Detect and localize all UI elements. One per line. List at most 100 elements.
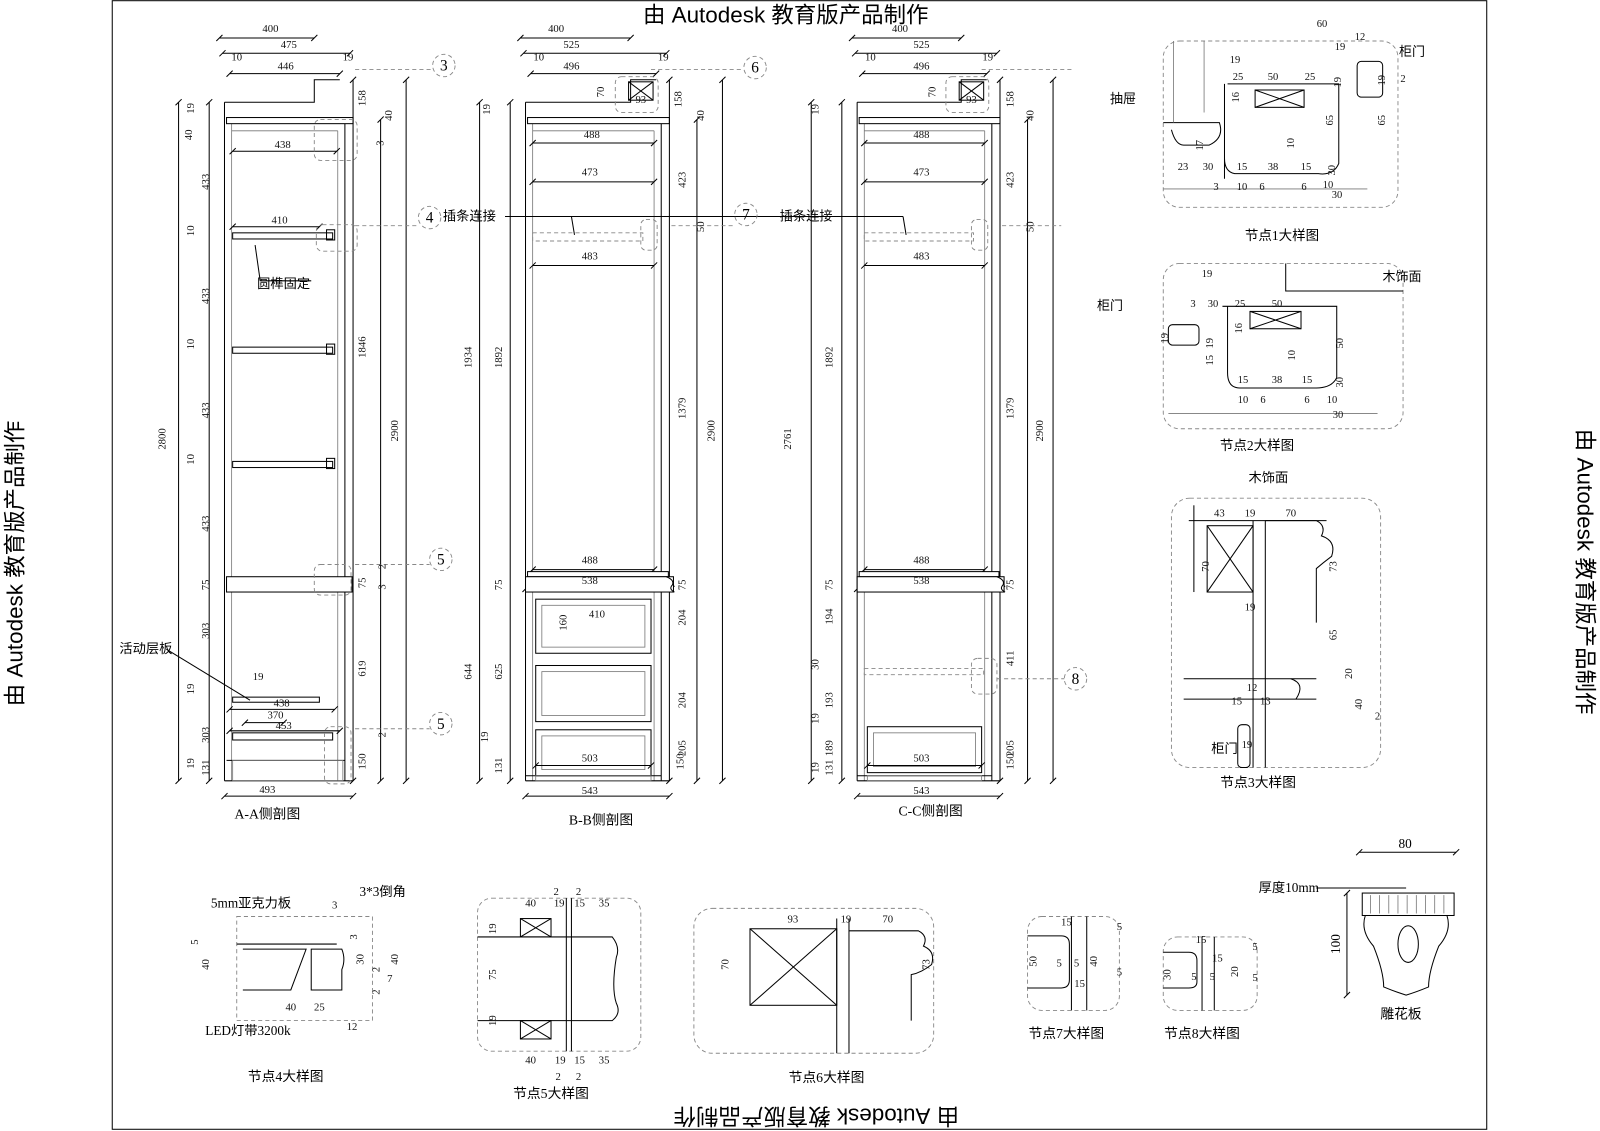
dimension-label: 30	[1208, 299, 1219, 310]
dimension-label: 423	[677, 172, 689, 188]
dimension-label: 35	[599, 897, 610, 909]
carving-thickness-note: 厚度10mm	[1259, 880, 1320, 895]
plinth	[866, 775, 983, 782]
dimension-label: 2	[576, 886, 581, 898]
dimension-label: 488	[584, 129, 600, 141]
dimension-tick	[349, 792, 357, 800]
dimension-tick	[336, 727, 344, 735]
dimension-label: 5	[1074, 958, 1079, 970]
dimension-label: 10	[1287, 350, 1298, 361]
note-dowel-fixing: 圆榫固定	[257, 276, 310, 291]
view-title-a: A-A侧剖图	[234, 807, 300, 822]
dimension-label: 75	[487, 969, 499, 980]
dimension-label: 19	[253, 671, 264, 683]
dimension-label: 438	[274, 697, 290, 709]
shelf-pin	[326, 343, 336, 355]
dimension-label: 60	[1317, 19, 1328, 30]
dimension-label: 12	[1355, 32, 1366, 43]
dimension-tick	[978, 762, 986, 769]
dimension-label: 483	[582, 250, 598, 262]
dimension-label: 150	[356, 753, 368, 769]
dimension-label: 2900	[389, 420, 401, 441]
corbel-top	[1361, 892, 1455, 917]
dimension-label: 40	[285, 1001, 296, 1013]
dimension-label: 488	[913, 129, 929, 141]
dimension-tick	[377, 116, 385, 124]
dimension-label: 23	[1178, 162, 1188, 173]
cross-line	[749, 928, 838, 1006]
dimension-label: 40	[183, 130, 195, 141]
callout-number: 5	[437, 716, 445, 733]
dimension-label: 204	[677, 609, 689, 626]
crown-profile	[525, 79, 657, 103]
dimension-tick	[229, 223, 237, 231]
dimension-tick	[529, 262, 537, 269]
dimension-label: 488	[913, 554, 929, 566]
dimension-label: 194	[824, 608, 836, 625]
top-board	[226, 117, 354, 125]
dimension-tick	[860, 178, 868, 186]
cross-line	[1206, 525, 1254, 593]
bottom-shelf	[232, 732, 334, 741]
detail-5-title: 节点5大样图	[513, 1086, 589, 1101]
carving-width: 80	[1398, 836, 1412, 851]
dimension-label: 19	[479, 732, 491, 743]
dimension-tick	[205, 98, 213, 106]
dimension-tick	[650, 178, 658, 186]
dimension-label: 30	[1327, 165, 1338, 176]
watermark-bottom: 由 Autodesk 教育版产品制作	[674, 1103, 960, 1128]
cross-line	[520, 1020, 552, 1040]
dimension-label: 40	[1088, 956, 1100, 967]
dimension-label: 3	[375, 140, 387, 145]
dimension-label: 19	[809, 713, 821, 724]
detail-marker	[970, 657, 998, 695]
dimension-tick	[652, 70, 660, 78]
dimension-tick	[346, 49, 354, 57]
dimension-tick	[665, 792, 673, 800]
dimension-label: 1892	[824, 347, 836, 368]
view-title-b: B-B侧剖图	[569, 813, 633, 828]
dimension-label: 1379	[1004, 398, 1016, 419]
dimension-label: 150	[1004, 753, 1016, 769]
dimension-label: 35	[599, 1054, 610, 1066]
dimension-label: 400	[262, 23, 278, 35]
dimension-label: 423	[1004, 172, 1016, 188]
detail-7-title: 节点7大样图	[1028, 1026, 1104, 1041]
dimension-label: 19	[1377, 75, 1388, 85]
dimension-label: 473	[582, 167, 598, 179]
dimension-tick	[310, 34, 318, 42]
dimension-label: 38	[1272, 375, 1282, 386]
dimension-label: 7	[387, 973, 393, 985]
dimension-tick	[221, 792, 228, 800]
dimension-label: 93	[635, 94, 646, 106]
dimension-tick	[349, 76, 357, 84]
top-board	[858, 117, 1001, 125]
dimension-label: 19	[1242, 739, 1253, 751]
dimension-label: 19	[1335, 42, 1346, 53]
dimension-label: 619	[356, 661, 368, 677]
door-edge	[1237, 724, 1251, 769]
callout-circle	[432, 53, 456, 78]
dimension-tick	[860, 262, 868, 269]
dimension-tick	[520, 49, 527, 57]
dimension-label: 2	[553, 886, 558, 898]
dimension-label: 303	[200, 727, 212, 743]
dimension-label: 493	[259, 784, 275, 796]
middle-fixed-shelf	[226, 576, 353, 593]
dimension-tick	[529, 178, 537, 186]
dimension-label: 30	[1333, 410, 1344, 421]
moulding-profile	[996, 576, 1006, 593]
carving-title: 雕花板	[1380, 1007, 1422, 1022]
label-cabinet-door: 柜门	[1211, 741, 1238, 756]
carved-medallion	[1397, 925, 1419, 963]
dimension-label: 50	[1272, 299, 1282, 310]
drawer-panel	[873, 732, 976, 767]
dimension-tick	[215, 34, 223, 42]
dimension-tick	[858, 70, 866, 78]
dimension-label: 438	[275, 139, 291, 151]
dimension-label: 30	[809, 659, 821, 670]
dimension-label: 158	[356, 90, 368, 106]
drawer-panel	[541, 735, 646, 770]
middle-board	[525, 576, 674, 593]
